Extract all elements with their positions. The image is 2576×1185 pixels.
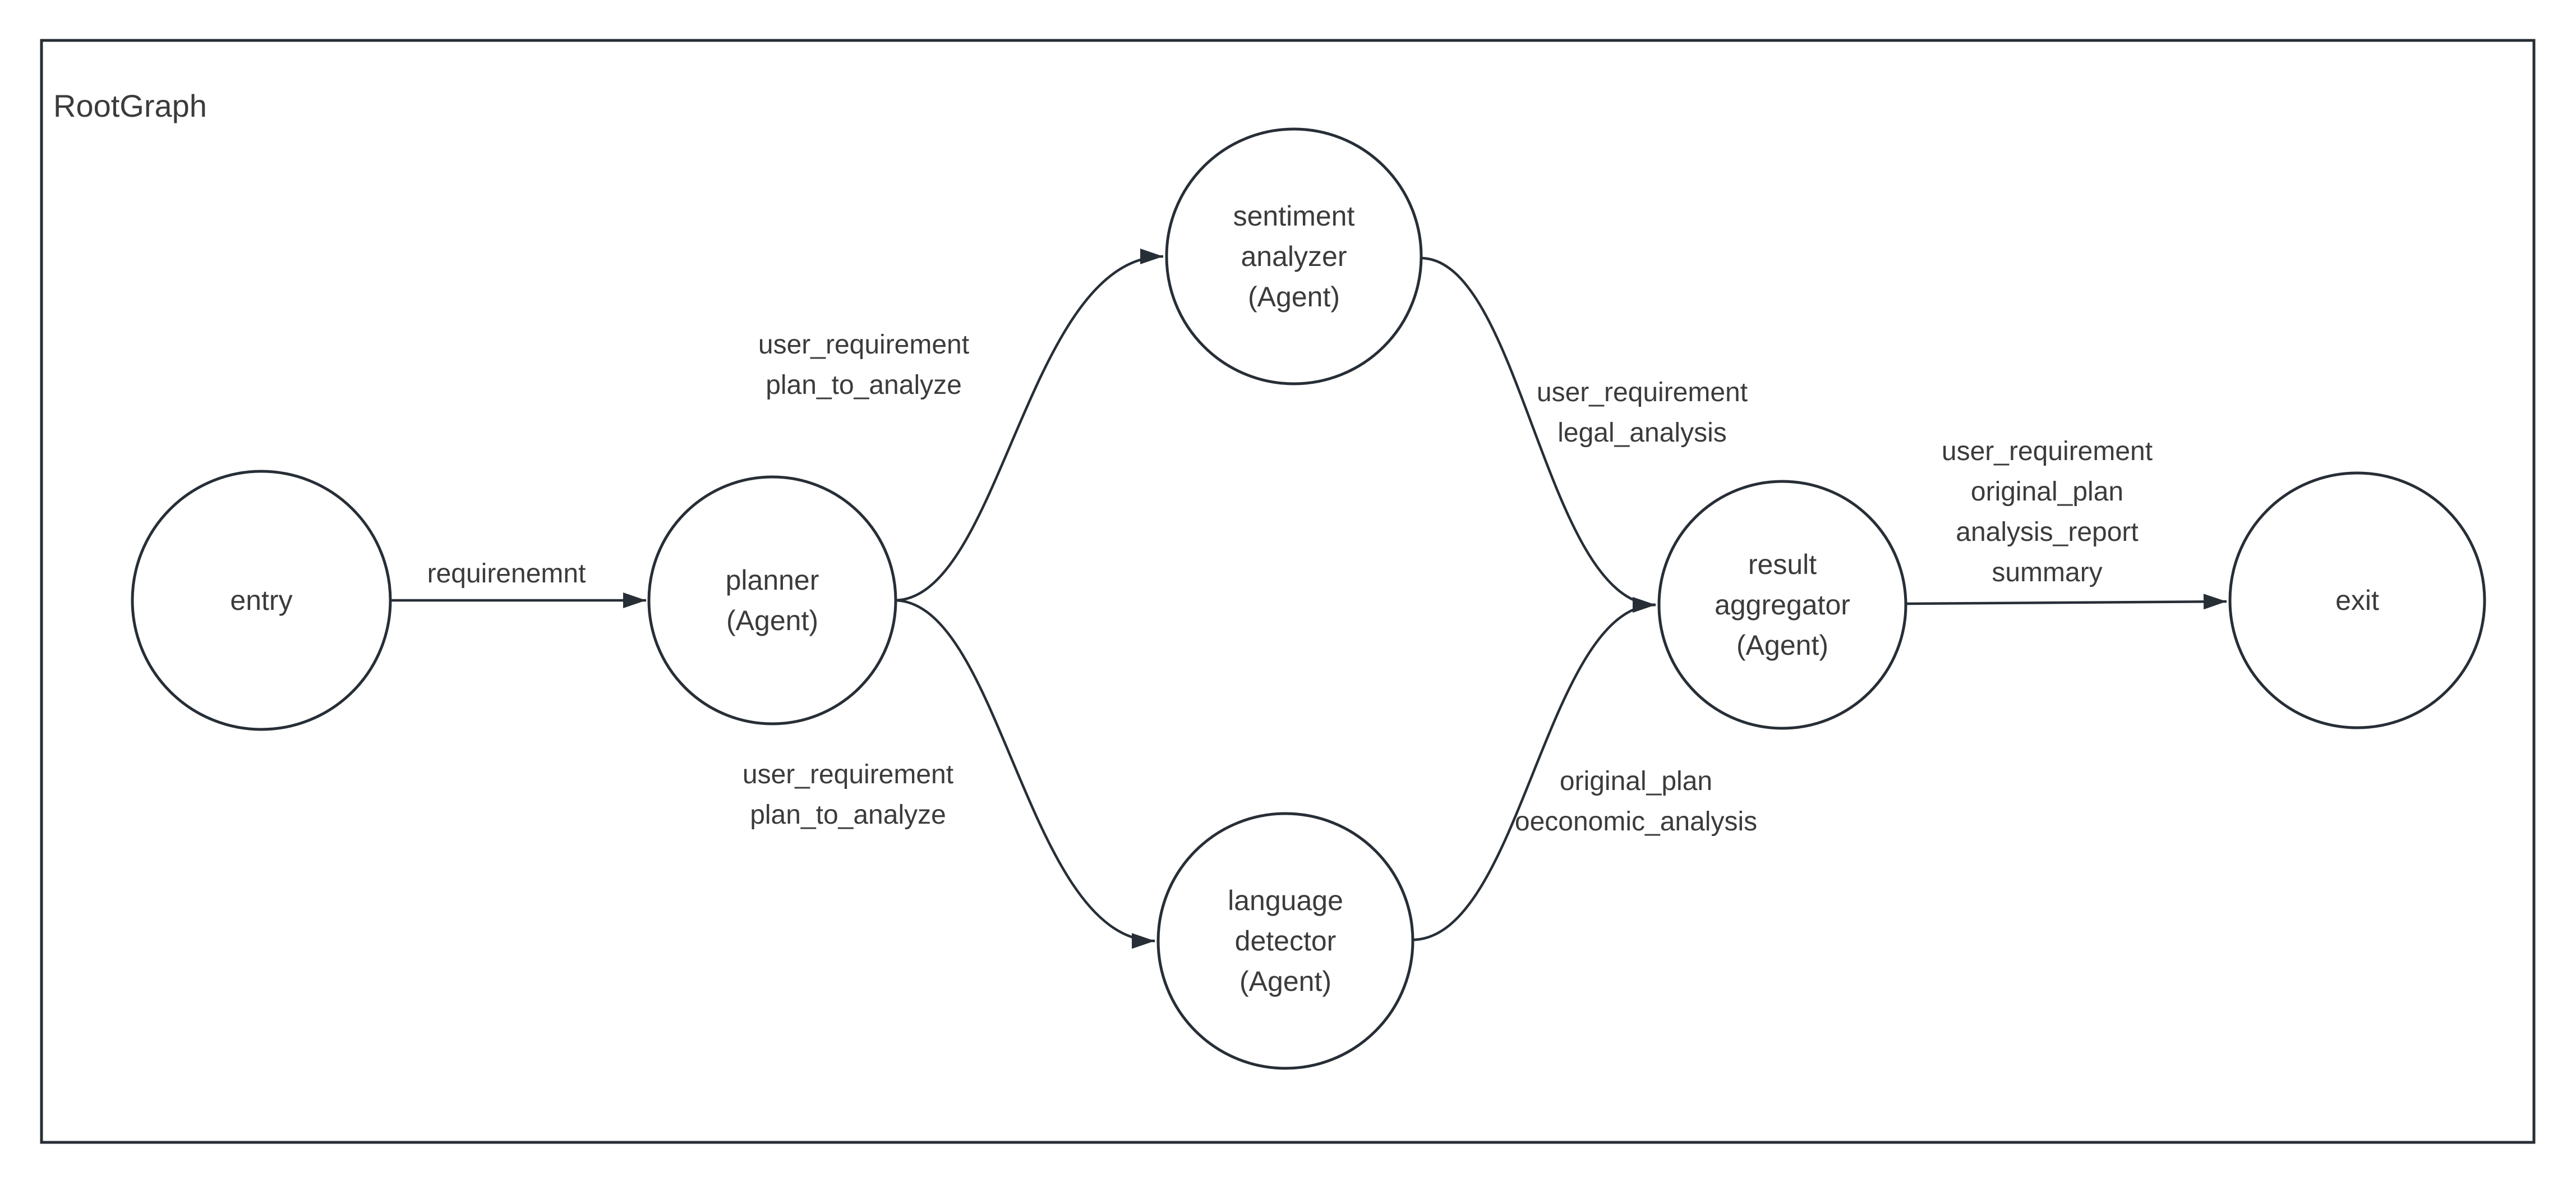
- edge-label-language-detector-to-result-aggregator-line-1: oeconomic_analysis: [1515, 807, 1757, 837]
- node-label-language-detector-line-1: detector: [1235, 925, 1337, 957]
- node-label-sentiment-analyzer-line-0: sentiment: [1233, 200, 1355, 232]
- node-language-detector: [1156, 812, 1414, 1070]
- node-label-result-aggregator-line-0: result: [1748, 549, 1817, 580]
- edge-label-planner-to-language-detector-line-0: user_requirement: [743, 760, 953, 789]
- edge-label-result-aggregator-to-exit-line-2: analysis_report: [1956, 517, 2139, 547]
- node-label-result-aggregator-line-2: (Agent): [1736, 630, 1828, 661]
- edge-label-result-aggregator-to-exit-line-3: summary: [1992, 558, 2102, 587]
- edge-label-planner-to-language-detector-line-1: plan_to_analyze: [750, 800, 946, 830]
- graph-title: RootGraph: [53, 88, 207, 123]
- node-label-sentiment-analyzer-line-2: (Agent): [1248, 281, 1340, 313]
- edge-label-planner-to-sentiment-analyzer-line-1: plan_to_analyze: [766, 370, 962, 400]
- node-label-language-detector-line-0: language: [1228, 885, 1343, 916]
- node-sentiment-analyzer: [1165, 127, 1423, 385]
- node-label-exit-line-0: exit: [2335, 585, 2379, 616]
- edge-result-aggregator-to-exit: [1905, 594, 2227, 610]
- node-label-sentiment-analyzer-line-1: analyzer: [1241, 241, 1347, 272]
- edge-planner-to-sentiment-analyzer: [895, 249, 1164, 602]
- node-label-result-aggregator-line-1: aggregator: [1715, 589, 1850, 621]
- edge-label-sentiment-analyzer-to-result-aggregator-line-0: user_requirement: [1537, 378, 1748, 407]
- node-exit: [2228, 471, 2486, 729]
- node-planner: [647, 475, 897, 725]
- edge-language-detector-to-result-aggregator: [1412, 597, 1656, 941]
- node-label-language-detector-line-2: (Agent): [1239, 966, 1331, 997]
- node-label-planner-line-1: (Agent): [726, 605, 818, 636]
- node-label-planner-line-0: planner: [726, 564, 819, 596]
- node-result-aggregator: [1657, 480, 1907, 730]
- edge-sentiment-analyzer-to-result-aggregator: [1421, 256, 1656, 613]
- node-entry: [131, 470, 392, 731]
- edge-planner-to-language-detector: [895, 599, 1155, 949]
- edge-label-language-detector-to-result-aggregator-line-0: original_plan: [1560, 766, 1712, 796]
- node-label-entry-line-0: entry: [230, 585, 292, 616]
- edge-label-result-aggregator-to-exit-line-1: original_plan: [1971, 477, 2123, 507]
- edge-label-sentiment-analyzer-to-result-aggregator-line-1: legal_analysis: [1557, 418, 1727, 448]
- edge-label-planner-to-sentiment-analyzer-line-0: user_requirement: [758, 330, 969, 360]
- edge-label-result-aggregator-to-exit-line-0: user_requirement: [1942, 437, 2153, 466]
- rootgraph-frame: [40, 39, 2536, 1144]
- edge-label-entry-to-planner-line-0: requirenemnt: [427, 559, 586, 589]
